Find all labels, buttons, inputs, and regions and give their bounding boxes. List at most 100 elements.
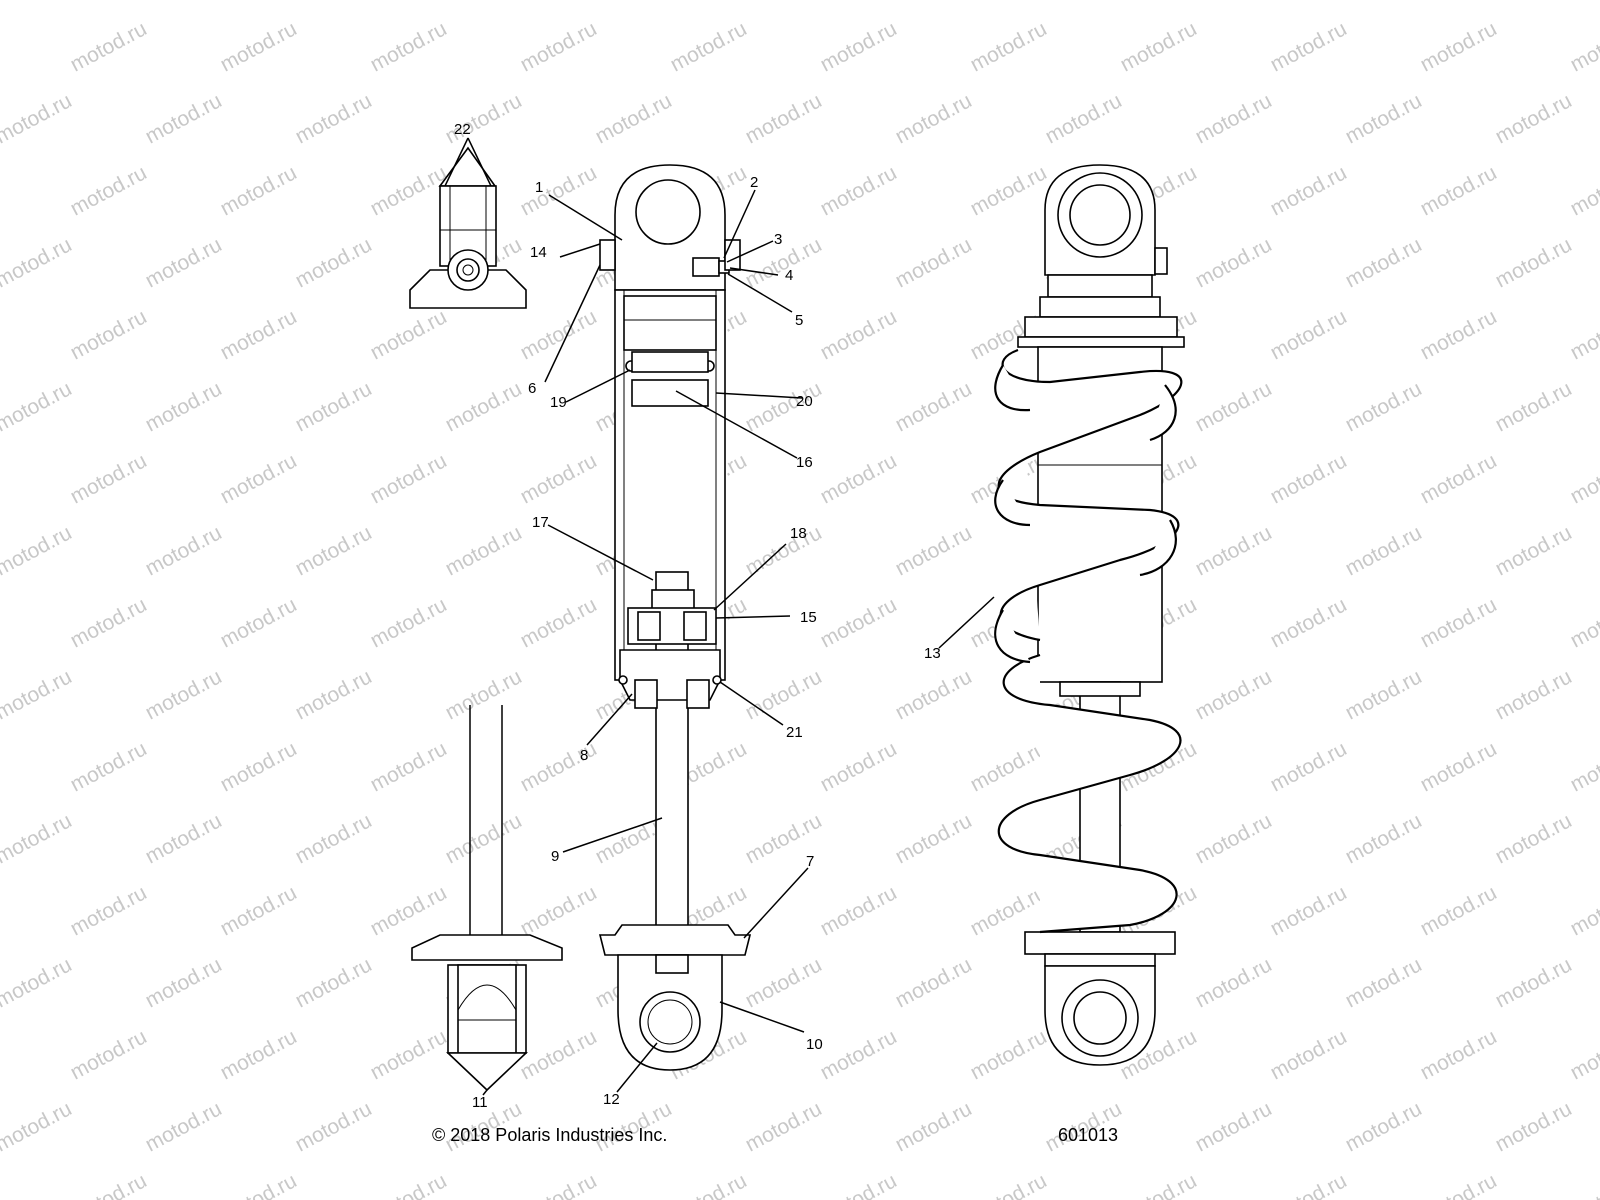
callout-13: 13 [924,645,941,662]
watermark-text: motod.ru [1042,0,1126,4]
watermark-text: motod.ru [1117,17,1201,76]
watermark-text: motod.ru [592,0,676,4]
watermark-text: motod.ru [0,881,1,940]
watermark-text: motod.ru [1567,17,1600,76]
watermark-text: motod.ru [67,17,151,76]
figure-number: 601013 [1058,1125,1118,1145]
watermark-text: motod.ru [442,665,526,724]
watermark-text: motod.ru [142,377,226,436]
watermark-text: motod.ru [367,305,451,364]
watermark-text: motod.ru [217,737,301,796]
watermark-text: motod.ru [0,1169,1,1200]
watermark-text: motod.ru [292,521,376,580]
watermark-text: motod.ru [217,305,301,364]
watermark-text: motod.ru [0,0,76,4]
watermark-text: motod.ru [142,521,226,580]
watermark-text: motod.ru [367,737,451,796]
watermark-text: motod.ru [1417,593,1501,652]
watermark-text: motod.ru [142,953,226,1012]
watermark-text: motod.ru [142,233,226,292]
watermark-text: motod.ru [367,1025,451,1084]
watermark-text: motod.ru [1492,89,1576,148]
watermark-text: motod.ru [1492,1097,1576,1156]
watermark-text: motod.ru [217,161,301,220]
watermark-text: motod.ru [142,0,226,4]
watermark-text: motod.ru [817,1169,901,1200]
callout-5: 5 [795,312,803,329]
watermark-text: motod.ru [1267,305,1351,364]
watermark-text: motod.ru [67,1169,151,1200]
watermark-text: motod.ru [1267,593,1351,652]
watermark-text: motod.ru [1342,521,1426,580]
callout-22: 22 [454,121,471,138]
watermark-text: motod.ru [367,1169,451,1200]
watermark-text: motod.ru [0,17,1,76]
watermark-text: motod.ru [742,665,826,724]
callout-1: 1 [535,179,543,196]
watermark-text: motod.ru [892,953,976,1012]
watermark-text: motod.ru [0,521,76,580]
watermark-text: motod.ru [892,809,976,868]
watermark-text: motod.ru [292,809,376,868]
watermark-text: motod.ru [1567,449,1600,508]
watermark-text: motod.ru [817,593,901,652]
watermark-text: motod.ru [892,89,976,148]
watermark-text: motod.ru [1567,161,1600,220]
watermark-text: motod.ru [1417,1169,1501,1200]
watermark-text: motod.ru [892,521,976,580]
watermark-text: motod.ru [1192,89,1276,148]
watermark-text: motod.ru [0,737,1,796]
watermark-text: motod.ru [1567,1169,1600,1200]
watermark-text: motod.ru [142,665,226,724]
watermark-text: motod.ru [817,1025,901,1084]
callout-8: 8 [580,747,588,764]
watermark-text: motod.ru [967,17,1051,76]
watermark-text: motod.ru [0,449,1,508]
watermark-text: motod.ru [742,521,826,580]
watermark-text: motod.ru [742,377,826,436]
watermark-text: motod.ru [517,161,601,220]
watermark-text: motod.ru [1267,881,1351,940]
callout-9: 9 [551,848,559,865]
watermark-text: motod.ru [1192,233,1276,292]
watermark-text: motod.ru [1342,1097,1426,1156]
watermark-text: motod.ru [1567,737,1600,796]
watermark-text: motod.ru [817,305,901,364]
watermark-text: motod.ru [1342,953,1426,1012]
watermark-text: motod.ru [442,809,526,868]
watermark-text: motod.ru [1492,953,1576,1012]
watermark-text: motod.ru [1042,89,1126,148]
watermark-text: motod.ru [1492,377,1576,436]
watermark-text: motod.ru [1567,593,1600,652]
watermark-text: motod.ru [1192,377,1276,436]
watermark-text: motod.ru [892,665,976,724]
watermark-text: motod.ru [517,305,601,364]
watermark-text: motod.ru [0,1025,1,1084]
watermark-text: motod.ru [817,17,901,76]
watermark-text: motod.ru [67,449,151,508]
watermark-text: motod.ru [1417,881,1501,940]
watermark-text: motod.ru [892,377,976,436]
watermark-text: motod.ru [667,1169,751,1200]
watermark-text: motod.ru [0,305,1,364]
watermark-text: motod.ru [367,881,451,940]
watermark-text: motod.ru [1267,449,1351,508]
watermark-text: motod.ru [442,89,526,148]
watermark-text: motod.ru [1417,1025,1501,1084]
watermark-text: motod.ru [517,17,601,76]
watermark-text: motod.ru [817,881,901,940]
watermark-text: motod.ru [1192,1097,1276,1156]
shock-assembly-view [994,164,1185,1066]
watermark-text: motod.ru [592,89,676,148]
watermark-text: motod.ru [742,0,826,4]
watermark-text: motod.ru [0,1097,76,1156]
watermark-text: motod.ru [367,17,451,76]
callout-4: 4 [785,267,793,284]
watermark-text: motod.ru [1267,161,1351,220]
callout-6: 6 [528,380,536,397]
watermark-text: motod.ru [217,17,301,76]
watermark-text: motod.ru [1417,737,1501,796]
watermark-text: motod.ru [967,1169,1051,1200]
watermark-text: motod.ru [367,593,451,652]
